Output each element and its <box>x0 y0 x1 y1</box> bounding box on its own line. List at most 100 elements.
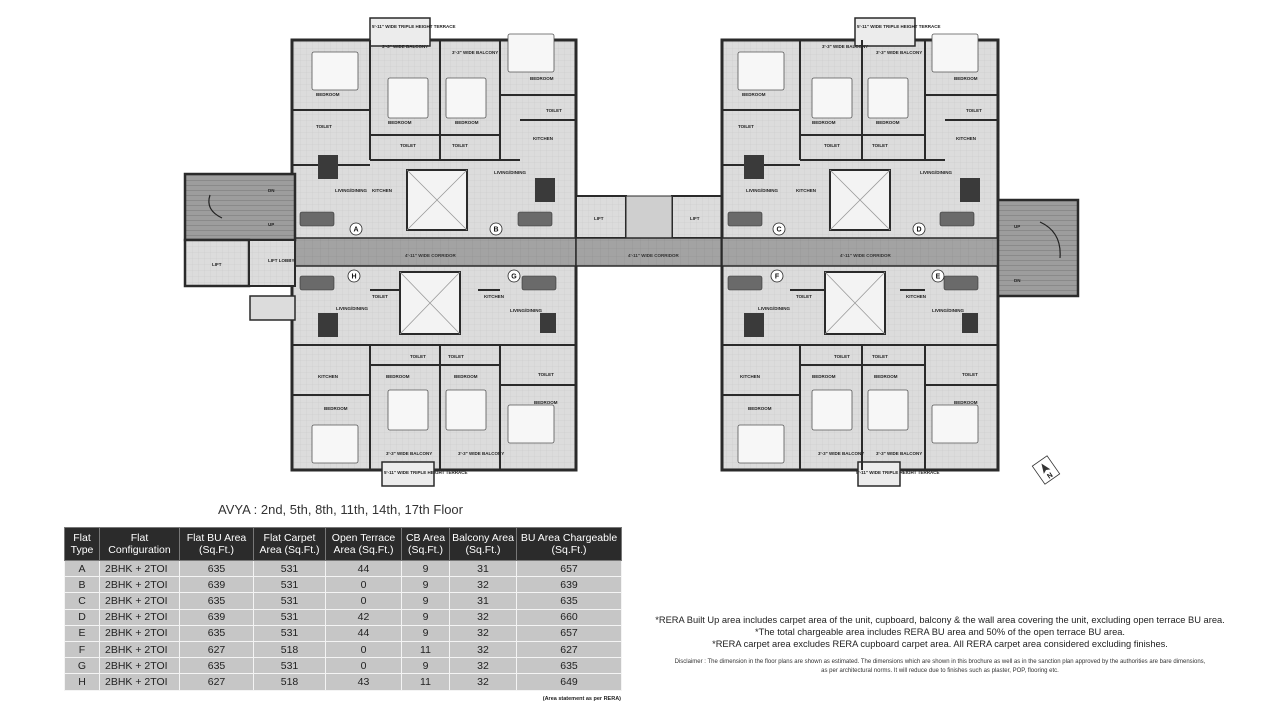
rera-notes: *RERA Built Up area includes carpet area… <box>640 614 1240 650</box>
cell-cb-area: 9 <box>401 657 450 675</box>
note-line: *RERA Built Up area includes carpet area… <box>655 615 1225 625</box>
header-balcony-area: Balcony Area (Sq.Ft.) <box>449 527 517 561</box>
cell-carpet-area: 531 <box>253 657 326 675</box>
right-tower: BEDROOM BEDROOM BEDROOM BEDROOM TOILET T… <box>720 17 1000 487</box>
cell-terrace-area: 44 <box>325 559 402 578</box>
cell-terrace-area: 44 <box>325 624 402 642</box>
plan-label-toilet: TOILET <box>452 143 468 148</box>
cell-terrace-area: 43 <box>325 673 402 691</box>
plan-label-balcony: 3'-3" WIDE BALCONY <box>452 50 498 55</box>
corridor-label-right: 4'-11" WIDE CORRIDOR <box>840 253 891 258</box>
disclaimer-line: as per architectural norms. It will redu… <box>821 668 1059 674</box>
floor-plan-drawing: BEDROOM BEDROOM BEDROOM BEDROOM TOILET T… <box>183 17 1080 487</box>
cell-balcony-area: 32 <box>449 608 517 626</box>
plan-label-toilet: TOILET <box>872 354 888 359</box>
plan-label-bedroom: BEDROOM <box>454 374 478 379</box>
cell-balcony-area: 31 <box>449 559 517 578</box>
stair-dn-label: DN <box>268 188 275 193</box>
cell-configuration: 2BHK + 2TOI <box>99 608 180 626</box>
plan-label-living: LIVING/DINING <box>335 188 368 193</box>
unit-markers: A B C D H G F E <box>347 222 945 283</box>
plan-label-kitchen: KITCHEN <box>796 188 816 193</box>
table-row: C 2BHK + 2TOI 635 531 0 9 31 635 <box>64 592 622 610</box>
header-bu-area-chargeable: BU Area Chargeable (Sq.Ft.) <box>516 527 622 561</box>
plan-label-toilet: TOILET <box>824 143 840 148</box>
cell-configuration: 2BHK + 2TOI <box>99 673 180 691</box>
cell-flat-type: G <box>64 657 100 675</box>
plan-label-kitchen: KITCHEN <box>318 374 338 379</box>
unit-marker-circle <box>489 222 503 236</box>
plan-label-toilet: TOILET <box>372 294 388 299</box>
cell-chargeable-area: 649 <box>516 673 622 691</box>
plan-label-toilet: TOILET <box>400 143 416 148</box>
unit-marker-circle <box>931 269 945 283</box>
cell-carpet-area: 531 <box>253 608 326 626</box>
cell-bu-area: 635 <box>179 592 254 610</box>
plan-label-bedroom: BEDROOM <box>534 400 558 405</box>
cell-cb-area: 9 <box>401 592 450 610</box>
cell-bu-area: 639 <box>179 608 254 626</box>
plan-label-kitchen: KITCHEN <box>740 374 760 379</box>
cell-chargeable-area: 657 <box>516 559 622 578</box>
plan-label-living: LIVING/DINING <box>746 188 779 193</box>
plan-label-living: LIVING/DINING <box>510 308 543 313</box>
cell-flat-type: B <box>64 576 100 594</box>
cell-carpet-area: 531 <box>253 592 326 610</box>
plan-label-balcony: 3'-3" WIDE BALCONY <box>386 451 432 456</box>
cell-configuration: 2BHK + 2TOI <box>99 640 180 659</box>
north-arrow-icon: N <box>1031 455 1061 485</box>
cell-cb-area: 9 <box>401 559 450 578</box>
unit-marker-d: D <box>916 227 921 234</box>
cell-balcony-area: 32 <box>449 576 517 594</box>
left-tower: BEDROOM BEDROOM BEDROOM BEDROOM TOILET T… <box>290 17 578 487</box>
plan-label-bedroom: BEDROOM <box>530 76 554 81</box>
cell-configuration: 2BHK + 2TOI <box>99 657 180 675</box>
cell-flat-type: H <box>64 673 100 691</box>
cell-balcony-area: 32 <box>449 673 517 691</box>
plan-label-bedroom: BEDROOM <box>324 406 348 411</box>
plan-label-toilet: TOILET <box>316 124 332 129</box>
cell-terrace-area: 0 <box>325 592 402 610</box>
cell-bu-area: 639 <box>179 576 254 594</box>
unit-marker-circle <box>349 222 363 236</box>
plan-label-toilet: TOILET <box>872 143 888 148</box>
cell-chargeable-area: 635 <box>516 592 622 610</box>
unit-marker-circle <box>770 269 784 283</box>
plan-label-toilet: TOILET <box>738 124 754 129</box>
cell-carpet-area: 531 <box>253 576 326 594</box>
cell-carpet-area: 531 <box>253 559 326 578</box>
plan-label-bedroom: BEDROOM <box>954 76 978 81</box>
cell-chargeable-area: 635 <box>516 657 622 675</box>
cell-terrace-area: 0 <box>325 640 402 659</box>
plan-label-balcony: 3'-3" WIDE BALCONY <box>876 50 922 55</box>
cell-carpet-area: 518 <box>253 673 326 691</box>
header-flat-bu-area: Flat BU Area (Sq.Ft.) <box>179 527 254 561</box>
cell-configuration: 2BHK + 2TOI <box>99 559 180 578</box>
table-row: A 2BHK + 2TOI 635 531 44 9 31 657 <box>64 559 622 578</box>
plan-label-kitchen: KITCHEN <box>484 294 504 299</box>
unit-marker-a: A <box>353 227 358 234</box>
cell-cb-area: 11 <box>401 673 450 691</box>
plan-label-kitchen: KITCHEN <box>906 294 926 299</box>
plan-label-living: LIVING/DINING <box>494 170 527 175</box>
floor-title: AVYA : 2nd, 5th, 8th, 11th, 14th, 17th F… <box>218 502 463 517</box>
central-link: LIFT LIFT 4'-11" WIDE CORRIDOR <box>575 195 723 267</box>
plan-label-bedroom: BEDROOM <box>386 374 410 379</box>
cell-configuration: 2BHK + 2TOI <box>99 624 180 642</box>
lift-lobby-label: LIFT LOBBY <box>268 258 295 263</box>
cell-terrace-area: 0 <box>325 576 402 594</box>
plan-label-bedroom: BEDROOM <box>748 406 772 411</box>
corridor-label-left: 4'-11" WIDE CORRIDOR <box>405 253 456 258</box>
corridor-label-center: 4'-11" WIDE CORRIDOR <box>628 253 679 258</box>
plan-label-bedroom: BEDROOM <box>316 92 340 97</box>
unit-marker-circle <box>912 222 926 236</box>
cell-bu-area: 627 <box>179 640 254 659</box>
area-statement-table: Flat Type Flat Configuration Flat BU Are… <box>64 527 622 691</box>
cell-flat-type: C <box>64 592 100 610</box>
plan-label-toilet: TOILET <box>448 354 464 359</box>
cell-bu-area: 627 <box>179 673 254 691</box>
header-flat-carpet-area: Flat Carpet Area (Sq.Ft.) <box>253 527 326 561</box>
plan-label-balcony: 3'-3" WIDE BALCONY <box>458 451 504 456</box>
note-line: *The total chargeable area includes RERA… <box>754 627 1126 637</box>
plan-label-bedroom: BEDROOM <box>874 374 898 379</box>
